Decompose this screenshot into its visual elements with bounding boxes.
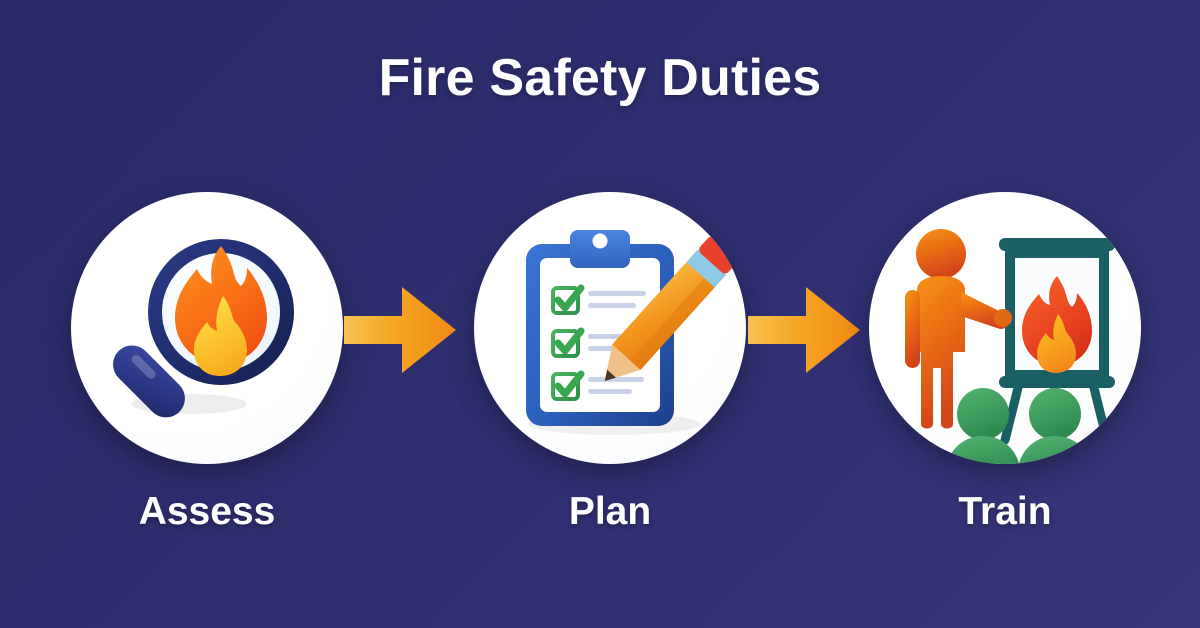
process-step-assess: Assess [71,192,343,533]
step-label-plan: Plan [568,490,652,533]
process-step-train: Train [869,192,1141,533]
step-label-assess: Assess [138,490,276,533]
arrow-plan-to-train-icon [748,284,860,376]
arrow-assess-to-plan-icon [344,284,456,376]
instructor-flipchart-audience-icon [869,192,1141,464]
magnifier-flame-icon [71,192,343,464]
step-circle-plan [474,192,746,464]
page-title: Fire Safety Duties [378,49,822,107]
step-circle-assess [71,192,343,464]
clipboard-checklist-pencil-icon [474,192,746,464]
process-step-plan: Plan [474,192,746,533]
step-circle-train [869,192,1141,464]
step-label-train: Train [958,490,1052,533]
